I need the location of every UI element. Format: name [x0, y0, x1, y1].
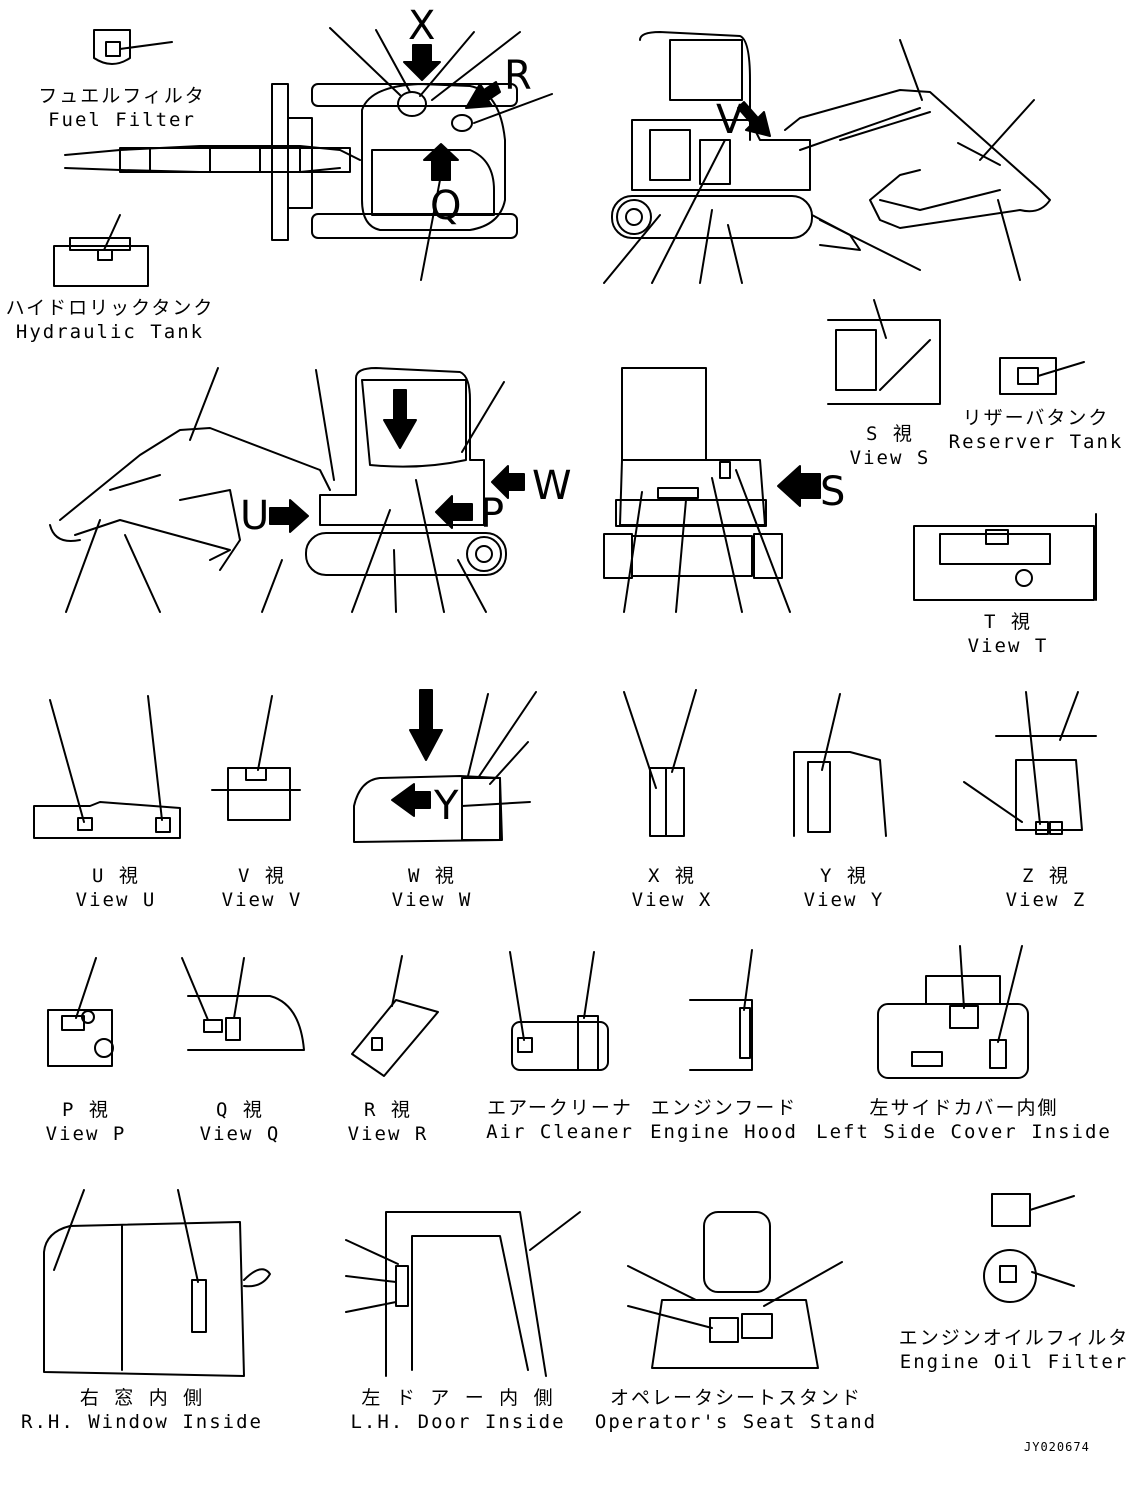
- engine-hood-drawing: [689, 949, 753, 1071]
- view-t-drawing: [913, 513, 1097, 601]
- rh-window-drawing: [43, 1189, 271, 1377]
- rear-view: [603, 367, 821, 613]
- arrow-letter-q: Q: [430, 183, 462, 229]
- view-q-drawing: [181, 957, 305, 1051]
- view-v-drawing: [211, 695, 301, 821]
- engine-oil-filter-drawing: [983, 1193, 1075, 1303]
- left-side-cover-drawing: [877, 945, 1029, 1079]
- view-u-drawing: [33, 695, 181, 839]
- view-r-drawing: [351, 955, 439, 1077]
- reserver-tank-drawing: [999, 357, 1085, 395]
- document-id: JY020674: [1024, 1440, 1090, 1454]
- view-x-drawing: [623, 689, 697, 837]
- view-s-drawing: [827, 299, 941, 405]
- air-cleaner-drawing: [509, 951, 609, 1071]
- arrow-letter-w: W: [532, 463, 572, 509]
- lh-door-drawing: [345, 1211, 581, 1377]
- hydraulic-tank-drawing: [53, 214, 149, 287]
- view-y-drawing: [793, 693, 887, 837]
- arrow-letter-p: P: [480, 491, 505, 537]
- left-side-view: [49, 367, 525, 613]
- view-w-drawing: [353, 689, 537, 843]
- arrow-letter-r: R: [504, 53, 532, 99]
- fuel-filter-drawing: [93, 29, 173, 65]
- view-z-drawing: [963, 691, 1097, 835]
- arrow-letter-y: Y: [434, 783, 459, 829]
- arrow-letter-v: V: [716, 97, 744, 143]
- arrow-letter-x: X: [408, 3, 436, 49]
- right-side-view: [603, 31, 1051, 284]
- arrow-letter-u: U: [240, 493, 270, 539]
- top-plan-view: [64, 27, 553, 281]
- view-p-drawing: [47, 957, 114, 1067]
- arrow-letter-s: S: [820, 469, 846, 515]
- seat-stand-drawing: [627, 1211, 843, 1369]
